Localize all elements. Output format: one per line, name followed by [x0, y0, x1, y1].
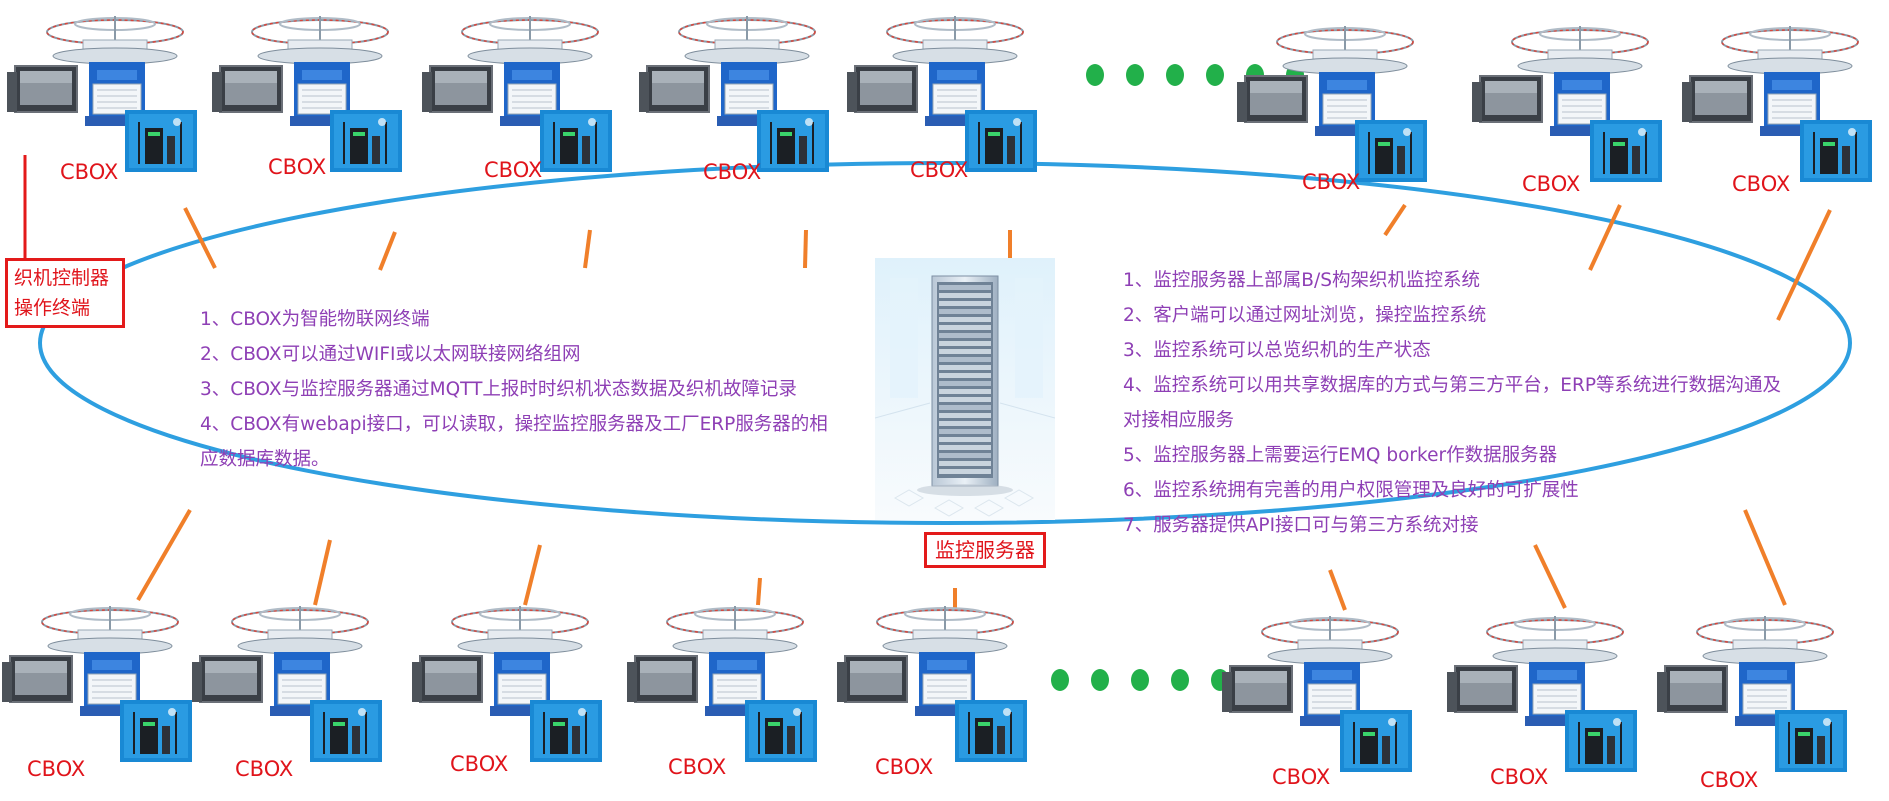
- cbox-label: CBOX: [1272, 765, 1331, 789]
- cbox-note-2: 2、CBOX可以通过WIFI或以太网联接网络组网: [200, 344, 581, 365]
- knitting-machine-icon: [1447, 616, 1637, 772]
- connector-line: [756, 577, 762, 606]
- server-note-3: 3、监控系统可以总览织机的生产状态: [1123, 340, 1431, 361]
- knitting-machine: [5, 10, 205, 190]
- cbox-label: CBOX: [1700, 768, 1759, 792]
- connector-line: [1588, 204, 1622, 271]
- server-image: [875, 258, 1055, 520]
- cbox-label: CBOX: [268, 155, 327, 179]
- ellipsis-dot: [1126, 64, 1144, 86]
- cbox-label: CBOX: [235, 757, 294, 781]
- cbox-label: CBOX: [60, 160, 119, 184]
- connector-line: [313, 539, 332, 606]
- knitting-machine-icon: [627, 606, 817, 762]
- ellipsis-dot: [1131, 669, 1149, 691]
- knitting-machine-icon: [192, 606, 382, 762]
- ellipsis-dot: [1086, 64, 1104, 86]
- knitting-machine-icon: [1237, 26, 1427, 182]
- knitting-machine: [637, 10, 837, 190]
- cbox-label: CBOX: [484, 158, 543, 182]
- knitting-machine-icon: [1682, 26, 1872, 182]
- terminal-label-line1: 织机控制器: [14, 267, 110, 289]
- server-note-1: 1、监控服务器上部属B/S构架织机监控系统: [1123, 270, 1480, 291]
- knitting-machine: [1235, 20, 1435, 200]
- connector-line: [183, 207, 217, 269]
- knitting-machine-icon: [1472, 26, 1662, 182]
- knitting-machine: [0, 600, 200, 780]
- server-note-5: 5、监控服务器上需要运行EMQ borker作数据服务器: [1123, 445, 1558, 466]
- knitting-machine-icon: [412, 606, 602, 762]
- connector-line: [1776, 209, 1832, 321]
- server-note-2: 2、客户端可以通过网址浏览，操控监控系统: [1123, 305, 1487, 326]
- knitting-machine-icon: [422, 16, 612, 172]
- cbox-note-4: 4、CBOX有webapi接口，可以读取，操控监控服务器及工厂ERP服务器的相应…: [200, 414, 828, 470]
- knitting-machine: [210, 10, 410, 190]
- ellipsis-dot: [1166, 64, 1184, 86]
- connector-line: [803, 229, 808, 269]
- connector-line: [583, 229, 592, 269]
- knitting-machine: [410, 600, 610, 780]
- knitting-machine: [1470, 20, 1670, 200]
- knitting-machine: [1220, 610, 1420, 790]
- knitting-machine: [1680, 20, 1880, 200]
- knitting-machine: [845, 10, 1045, 190]
- connector-line: [1383, 203, 1407, 237]
- connector-line: [378, 231, 397, 271]
- cbox-notes: 1、CBOX为智能物联网终端 2、CBOX可以通过WIFI或以太网联接网络组网 …: [200, 302, 850, 477]
- knitting-machine: [625, 600, 825, 780]
- knitting-machine: [1445, 610, 1645, 790]
- network-ellipse: [38, 161, 1852, 525]
- knitting-machine-icon: [7, 16, 197, 172]
- knitting-machine-icon: [1222, 616, 1412, 772]
- cbox-label: CBOX: [875, 755, 934, 779]
- cbox-label: CBOX: [1732, 172, 1791, 196]
- knitting-machine-icon: [212, 16, 402, 172]
- connector-line: [1328, 569, 1347, 611]
- server-notes: 1、监控服务器上部属B/S构架织机监控系统 2、客户端可以通过网址浏览，操控监控…: [1123, 263, 1803, 543]
- cbox-note-1: 1、CBOX为智能物联网终端: [200, 309, 430, 330]
- knitting-machine-icon: [1657, 616, 1847, 772]
- cbox-note-3: 3、CBOX与监控服务器通过MQTT上报时时织机状态数据及织机故障记录: [200, 379, 797, 400]
- connector-line: [1743, 509, 1787, 606]
- terminal-label-box: 织机控制器 操作终端: [5, 258, 125, 328]
- knitting-machine-icon: [2, 606, 192, 762]
- cbox-label: CBOX: [910, 158, 969, 182]
- server-note-6: 6、监控系统拥有完善的用户权限管理及良好的可扩展性: [1123, 480, 1579, 501]
- cbox-label: CBOX: [1490, 765, 1549, 789]
- knitting-machine: [1655, 610, 1855, 790]
- knitting-machine-icon: [847, 16, 1037, 172]
- terminal-label-line2: 操作终端: [14, 297, 91, 319]
- ellipsis-dot: [1051, 669, 1069, 691]
- ellipsis-dot: [1171, 669, 1189, 691]
- cbox-label: CBOX: [1522, 172, 1581, 196]
- cbox-label: CBOX: [703, 160, 762, 184]
- server-label: 监控服务器: [935, 538, 1035, 562]
- knitting-machine-icon: [639, 16, 829, 172]
- connector-line: [523, 544, 542, 606]
- server-label-box: 监控服务器: [924, 532, 1046, 568]
- ellipsis-dot: [1091, 669, 1109, 691]
- orange-connectors: [136, 203, 1832, 611]
- server-note-4: 4、监控系统可以用共享数据库的方式与第三方平台，ERP等系统进行数据沟通及对接相…: [1123, 375, 1781, 431]
- ellipsis-dot: [1206, 64, 1224, 86]
- connector-line: [1533, 544, 1567, 609]
- cbox-label: CBOX: [1302, 170, 1361, 194]
- cbox-label: CBOX: [450, 752, 509, 776]
- knitting-machine: [420, 10, 620, 190]
- knitting-machine: [190, 600, 390, 780]
- server-note-7: 7、服务器提供API接口可与第三方系统对接: [1123, 515, 1479, 536]
- connector-line: [136, 508, 192, 602]
- cbox-label: CBOX: [668, 755, 727, 779]
- cbox-label: CBOX: [27, 757, 86, 781]
- knitting-machine: [835, 600, 1035, 780]
- knitting-machine-icon: [837, 606, 1027, 762]
